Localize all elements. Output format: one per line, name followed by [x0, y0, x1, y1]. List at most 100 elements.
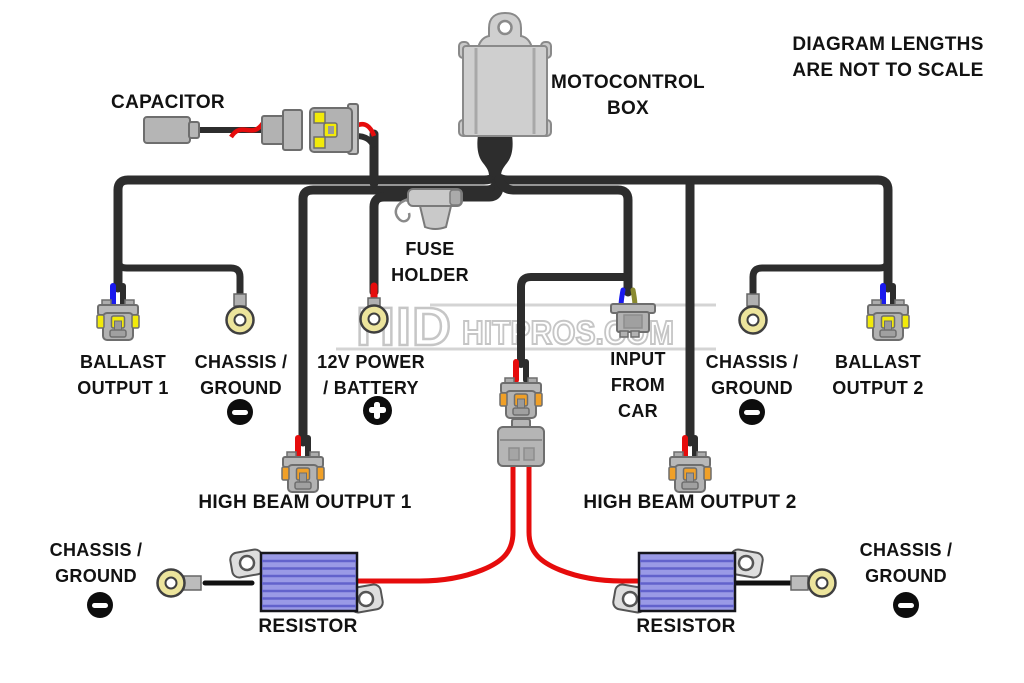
resistor-left-label: RESISTOR	[258, 614, 357, 640]
chassis-ground-top-left-label: CHASSIS / GROUND	[195, 349, 288, 401]
red-wire-to-left-resistor	[347, 463, 516, 584]
center-lower-connector-slot	[523, 447, 535, 461]
label-line: OUTPUT 1	[77, 378, 169, 398]
capacitor-stub	[188, 121, 200, 139]
resistor-right-label: RESISTOR	[636, 614, 735, 640]
box-mounting-hole	[497, 19, 513, 36]
capacitor-body	[143, 116, 191, 144]
label-line: / BATTERY	[323, 378, 419, 398]
chassis-ground-bottom-right-label: CHASSIS / GROUND	[860, 537, 953, 589]
label-line: 12V POWER	[317, 352, 425, 372]
resistor-fins	[262, 559, 356, 608]
crimp-sleeve	[183, 575, 202, 591]
label-line: INPUT	[610, 349, 666, 369]
label-line: GROUND	[55, 566, 137, 586]
capacitor-male-connector-flange	[282, 109, 303, 151]
label-line: CHASSIS /	[49, 540, 143, 560]
crimp-sleeve	[233, 293, 247, 307]
high-beam-output-2-connector	[668, 451, 712, 493]
plus-bar-v	[374, 401, 380, 419]
harness-wires	[113, 129, 893, 447]
label-line: BALLAST	[834, 352, 922, 372]
wire-center-connector-branch	[517, 273, 630, 368]
fuse-holder-clip	[394, 197, 411, 223]
center-upper-connector	[499, 377, 543, 419]
ground-minus-icon	[87, 592, 113, 618]
label-line: MOTOCONTROL	[551, 72, 705, 93]
wire-ballast-output-1	[113, 172, 502, 293]
center-lower-connector	[497, 418, 545, 467]
ballast-output-1-connector	[96, 299, 140, 341]
label-line: RESISTOR	[636, 616, 736, 637]
ballast-output-2-label: BALLAST OUTPUT 2	[832, 349, 923, 401]
input-connector-tooth	[630, 330, 640, 338]
fuse-holder-lower	[418, 205, 453, 230]
chassis-ground-ring-top-right	[738, 305, 768, 335]
input-from-car-label: INPUT FROM CAR	[610, 346, 666, 424]
fuse-holder-label: FUSE HOLDER	[391, 236, 469, 288]
input-from-car-connector	[610, 303, 656, 338]
label-line: HIGH BEAM OUTPUT 1	[198, 492, 412, 513]
ground-minus-icon	[739, 399, 765, 425]
label-line: DIAGRAM LENGTHS	[792, 34, 984, 55]
box-wire-boot	[477, 135, 513, 176]
wire-chassis-ground-left	[115, 259, 244, 306]
resistor-wiring	[202, 463, 795, 586]
resistor-bracket-hole	[737, 554, 755, 572]
box-body	[462, 45, 548, 137]
chassis-ground-top-right-label: CHASSIS / GROUND	[706, 349, 799, 401]
ground-minus-icon	[227, 399, 253, 425]
resistor-left	[229, 548, 384, 614]
high-beam-output-1-label: HIGH BEAM OUTPUT 1	[198, 490, 411, 516]
resistor-body	[259, 551, 359, 613]
wire-12v-power	[369, 175, 504, 297]
crimp-sleeve	[790, 575, 809, 591]
motocontrol-box-label: MOTOCONTROL BOX	[551, 70, 705, 122]
label-line: BOX	[606, 98, 650, 119]
high-beam-output-1-connector	[281, 451, 325, 493]
label-line: CHASSIS /	[859, 540, 953, 560]
label-line: FUSE	[405, 239, 455, 259]
label-line: GROUND	[865, 566, 947, 586]
high-beam-output-2-label: HIGH BEAM OUTPUT 2	[583, 490, 796, 516]
capacitor-male-connector	[261, 115, 285, 145]
minus-bar	[92, 602, 108, 608]
label-line: OUTPUT 2	[832, 378, 924, 398]
minus-bar	[744, 409, 760, 415]
ballast-output-1-label: BALLAST OUTPUT 1	[77, 349, 168, 401]
motocontrol-box	[458, 11, 552, 176]
capacitor-red-wire	[229, 121, 265, 139]
resistor-right	[612, 548, 764, 614]
resistor-bracket-hole	[621, 590, 639, 608]
resistor-fins	[640, 559, 734, 608]
label-line: GROUND	[200, 378, 282, 398]
label-line: HOLDER	[391, 265, 469, 285]
resistor-bracket-hole	[357, 590, 375, 608]
label-line: CHASSIS /	[194, 352, 288, 372]
wire-tips	[110, 282, 896, 459]
chassis-ground-ring-bottom-right	[807, 568, 837, 598]
label-line: ARE NOT TO SCALE	[792, 60, 984, 81]
resistor-bracket-hole	[238, 554, 256, 572]
not-to-scale-note: DIAGRAM LENGTHS ARE NOT TO SCALE	[792, 32, 983, 84]
crimp-sleeve	[746, 293, 760, 307]
power-plus-icon	[362, 395, 392, 425]
label-line: FROM	[610, 375, 666, 395]
fuse-holder-cap	[449, 189, 462, 206]
center-lower-connector-slot	[508, 447, 520, 461]
ballast-output-2-connector	[866, 299, 910, 341]
wire-chassis-ground-right	[749, 259, 891, 306]
center-lower-connector-body	[497, 426, 545, 467]
resistor-body	[637, 551, 737, 613]
label-line: HIGH BEAM OUTPUT 2	[583, 492, 797, 513]
chassis-ground-ring-bottom-left	[156, 568, 186, 598]
label-line: GROUND	[711, 378, 793, 398]
wire-input-from-car	[494, 174, 633, 297]
label-line: CAR	[618, 401, 658, 421]
capacitor-label: CAPACITOR	[111, 90, 225, 116]
capacitor-pin-top	[313, 111, 326, 124]
chassis-ground-ring-top-left	[225, 305, 255, 335]
ground-minus-icon	[893, 592, 919, 618]
